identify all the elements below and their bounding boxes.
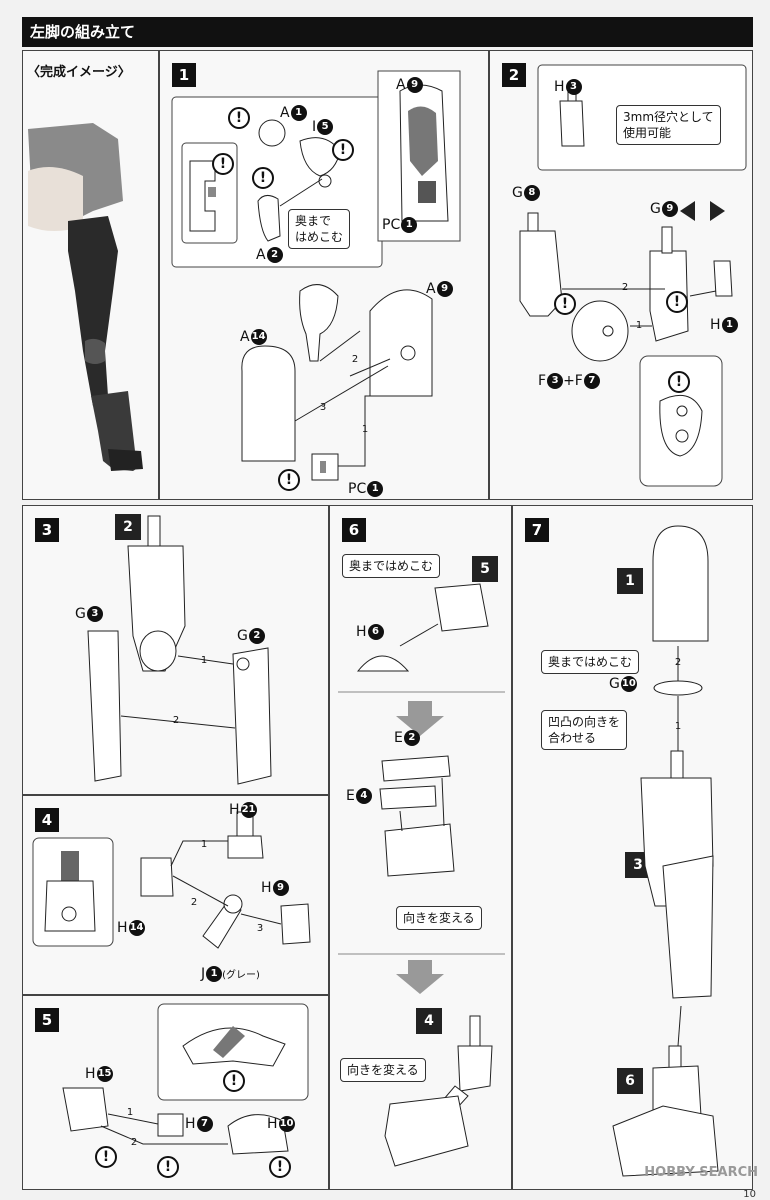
section-title: 左脚の組み立て bbox=[30, 23, 136, 41]
step-6-number: 6 bbox=[342, 518, 366, 542]
order-marker: 1 bbox=[200, 839, 208, 850]
ref-step-6-badge: 6 bbox=[617, 1068, 643, 1094]
change-direction-callout: 向きを変える bbox=[340, 1058, 426, 1082]
order-marker: 2 bbox=[621, 282, 629, 293]
warning-icon: ! bbox=[252, 167, 274, 189]
step-1-diagram bbox=[171, 70, 461, 481]
fit-fully-callout: 奥まで はめこむ bbox=[288, 209, 351, 249]
section-header: 左脚の組み立て bbox=[22, 17, 753, 47]
order-marker: 2 bbox=[190, 897, 198, 908]
step-3-diagram bbox=[87, 515, 272, 785]
order-marker: 1 bbox=[200, 655, 208, 666]
warning-icon: ! bbox=[554, 293, 576, 315]
order-marker: 1 bbox=[361, 424, 369, 435]
watermark: HOBBY SEARCH bbox=[644, 1165, 758, 1180]
order-marker: 3 bbox=[319, 402, 327, 413]
step-7-number: 7 bbox=[525, 518, 549, 542]
leg-preview-illustration bbox=[28, 123, 143, 471]
order-marker: 2 bbox=[674, 657, 682, 668]
step-4-diagram bbox=[32, 811, 311, 949]
hole-usage-callout: 3mm径穴として 使用可能 bbox=[616, 105, 721, 145]
ref-step-5-badge: 5 bbox=[472, 556, 498, 582]
ref-step-4-badge: 4 bbox=[416, 1008, 442, 1034]
order-marker: 1 bbox=[674, 721, 682, 732]
warning-icon: ! bbox=[157, 1156, 179, 1178]
page-number: 10 bbox=[743, 1189, 756, 1200]
warning-icon: ! bbox=[269, 1156, 291, 1178]
ref-step-2-badge: 2 bbox=[115, 514, 141, 540]
order-marker: 2 bbox=[351, 354, 359, 365]
warning-icon: ! bbox=[212, 153, 234, 175]
step-6-diagram bbox=[338, 583, 505, 1167]
align-notch-callout: 凹凸の向きを 合わせる bbox=[541, 710, 628, 750]
warning-icon: ! bbox=[668, 371, 690, 393]
order-marker: 2 bbox=[130, 1137, 138, 1148]
step-7-diagram bbox=[612, 525, 719, 1177]
warning-icon: ! bbox=[666, 291, 688, 313]
change-direction-callout: 向きを変える bbox=[396, 906, 482, 930]
step-3-number: 3 bbox=[35, 518, 59, 542]
warning-icon: ! bbox=[95, 1146, 117, 1168]
preview-panel: 〈完成イメージ〉 bbox=[22, 50, 159, 500]
order-marker: 1 bbox=[126, 1107, 134, 1118]
warning-icon: ! bbox=[332, 139, 354, 161]
step-4-number: 4 bbox=[35, 808, 59, 832]
step-5-number: 5 bbox=[35, 1008, 59, 1032]
preview-label: 〈完成イメージ〉 bbox=[27, 65, 131, 80]
warning-icon: ! bbox=[223, 1070, 245, 1092]
step-5-diagram bbox=[62, 1003, 309, 1155]
order-marker: 3 bbox=[256, 923, 264, 934]
warning-icon: ! bbox=[278, 469, 300, 491]
fit-fully-callout: 奥まではめこむ bbox=[342, 554, 441, 578]
step-2-number: 2 bbox=[502, 63, 526, 87]
order-marker: 2 bbox=[172, 715, 180, 726]
step-1-number: 1 bbox=[172, 63, 196, 87]
ref-step-1-badge: 1 bbox=[617, 568, 643, 594]
fit-fully-callout: 奥まではめこむ bbox=[541, 650, 640, 674]
order-marker: 1 bbox=[635, 320, 643, 331]
warning-icon: ! bbox=[228, 107, 250, 129]
